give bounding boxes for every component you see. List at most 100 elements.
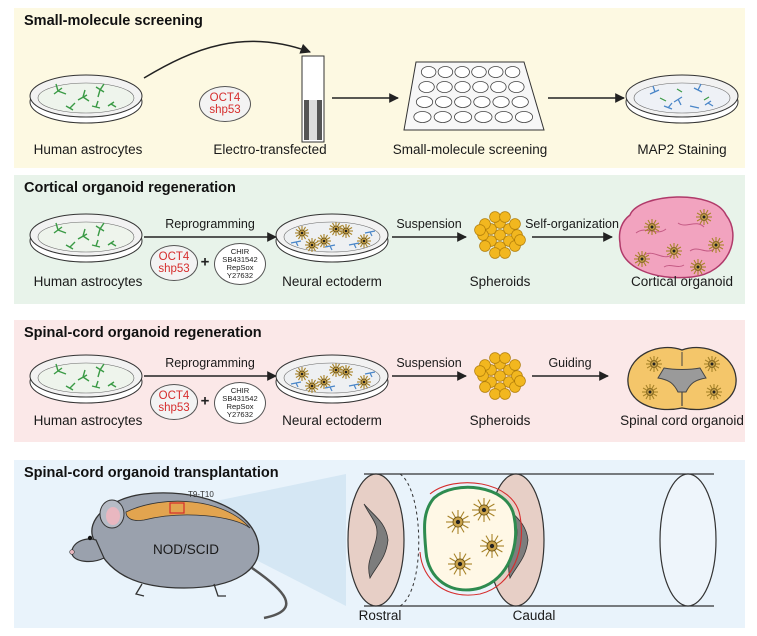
label-neural-ectoderm: Neural ectoderm [282,413,382,428]
label-t9-t10: T9-T10 [188,490,214,499]
well [511,96,529,108]
well [504,66,521,78]
label-cortical-organoid: Cortical organoid [630,274,734,289]
neuron-star [706,384,722,400]
neuron-star [295,367,309,381]
panel-title: Spinal-cord organoid regeneration [24,325,262,341]
blue-cell [364,371,376,378]
panel2-graphics [29,196,734,279]
chem-chir: CHIR [230,386,250,396]
factor-oct4: OCT4 [158,389,190,402]
neuron-star [339,224,353,238]
factor-oval: OCT4 shp53 [150,384,198,420]
chem-repsox: RepSox [226,402,254,411]
blue-cell [324,244,336,251]
mouse-nod-scid [69,492,288,620]
arrow-label-reprogramming: Reprogramming [165,356,255,370]
culture-dish-astrocytes [29,74,143,124]
well [472,81,489,93]
blue-cell [324,385,336,392]
label-spinal-cord-organoid: Spinal cord organoid [620,413,744,428]
neuron-star [357,234,371,248]
well [471,66,487,78]
blue-cell [348,383,360,390]
label-spheroids: Spheroids [469,413,531,428]
panel-transplantation: Spinal-cord organoid transplantation [14,460,745,628]
well [415,96,434,108]
label-electro-transfected: Electro-transfected [213,142,327,157]
spinal-cord-organoid [627,346,737,411]
well [474,111,493,123]
neuron-star [704,356,720,372]
electroporation-cuvette [301,55,325,143]
neuron-star [317,375,331,389]
culture-dish-astrocytes [29,213,143,263]
factor-shp53: shp53 [158,263,190,275]
blue-cell [364,230,376,237]
small-molecule-oval: CHIR SB431542 RepSox Y27632 [214,382,266,424]
chem-chir: CHIR [230,247,250,257]
panel-cortical-organoid: Cortical organoid regeneration [14,175,745,304]
spheroid-cell [499,352,511,364]
label-map2-staining: MAP2 Staining [637,142,727,157]
spheroid-cell [514,375,526,387]
label-neural-ectoderm: Neural ectoderm [282,274,382,289]
spheroid-cell [474,224,486,236]
factor-oct4: OCT4 [209,91,241,104]
culture-dish-astrocytes [29,354,143,404]
spheroid-cell [489,247,501,259]
spheroid-cell [489,352,501,364]
factor-oval: OCT4 shp53 [199,86,251,122]
well [494,111,513,123]
well [454,81,471,93]
neuron-star [357,375,371,389]
arrow-label-suspension: Suspension [396,217,462,231]
neuron-star [634,251,650,267]
neuron-star [329,222,343,236]
label-spheroids: Spheroids [469,274,531,289]
spheroid-cell [479,240,491,252]
well [454,111,473,123]
neuron-star [480,534,504,558]
neuron-star [646,356,662,372]
spheroid-cluster [474,352,526,400]
spheroid-cell [494,229,506,241]
blue-cell [290,381,302,388]
label-human-astrocytes: Human astrocytes [33,413,143,428]
neuron-star [339,365,353,379]
spheroid-cell [509,359,521,371]
factor-oct4: OCT4 [158,250,190,263]
spheroid-cell [479,381,491,393]
label-caudal: Caudal [512,608,556,623]
arrow-label-suspension: Suspension [396,356,462,370]
well [488,66,504,78]
panel-title: Spinal-cord organoid transplantation [24,465,279,481]
panel-small-molecule-screening: Small-molecule screening [14,8,745,168]
well [490,81,507,93]
well [454,96,472,108]
neuron-star [295,226,309,240]
culture-dish-map2 [625,74,739,124]
multiwell-plate [403,61,545,131]
neuron-star [446,510,470,534]
chem-y27632: Y27632 [226,270,254,280]
panel1-graphics [29,40,739,143]
spheroid-cell [514,234,526,246]
well [508,81,525,93]
spinal-cord-segment [347,473,717,607]
spheroid-cell [489,388,501,400]
factor-oval: OCT4 shp53 [150,245,198,281]
well [420,66,437,78]
culture-dish-ectoderm [275,354,389,404]
neuron-star [708,237,724,253]
spheroid-cell [499,247,511,259]
neuron-star [448,552,472,576]
well [436,81,453,93]
arrow-label-reprogramming: Reprogramming [165,217,255,231]
chem-repsox: RepSox [226,263,254,272]
label-human-astrocytes: Human astrocytes [33,142,143,157]
spheroid-cell [509,218,521,230]
culture-dish-ectoderm [275,213,389,263]
well [413,111,432,123]
neuron-star [644,219,660,235]
